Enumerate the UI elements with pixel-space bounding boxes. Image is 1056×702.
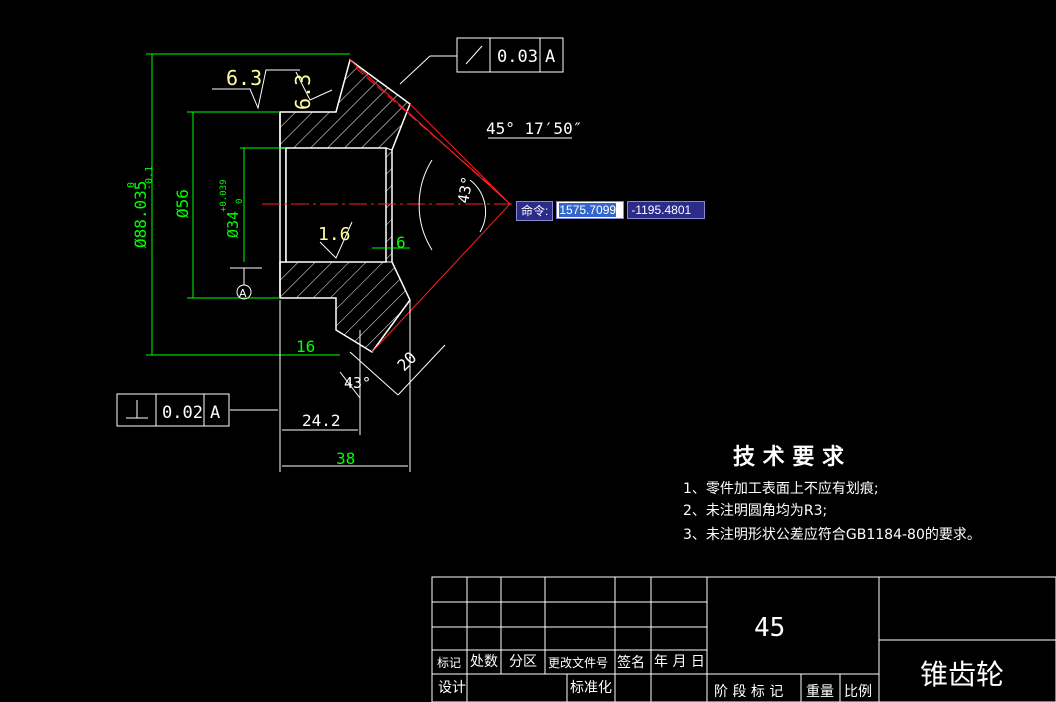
material-value: 45 [754,613,785,643]
bore-dimension: Ø34 [224,211,242,238]
title-block-grid [431,576,1056,702]
weight-label: 重量 [806,684,834,700]
bore-tol-upper: +0.039 [219,179,229,212]
header-mark: 标记 [437,656,461,670]
perp-datum: A [210,403,220,423]
dim-38: 38 [336,449,355,468]
runout-value: 0.03 [497,47,538,67]
tech-req-title: 技 术 要 求 [733,445,844,470]
header-signature: 签名 [617,654,645,671]
dynamic-input-tooltip[interactable]: 命令: 1575.7099 -1195.4801 [516,201,706,221]
angle-43-bottom: 43° [344,374,371,392]
runout-frame [456,37,564,73]
dim-20: 20 [393,348,420,375]
runout-datum: A [545,47,555,67]
roughness-symbols [212,69,353,259]
x-coordinate-input[interactable]: 1575.7099 [556,201,625,219]
part-name: 锥齿轮 [920,658,1004,691]
perp-value: 0.02 [162,403,203,423]
scale-label: 比例 [844,684,872,700]
od-tol-upper: 0 [126,182,137,188]
design-label: 设计 [438,680,466,696]
dim-16: 16 [296,337,315,356]
dimension-lines [146,53,410,356]
gear-section[interactable] [279,58,411,354]
standardize-label: 标准化 [570,680,612,696]
perpendicularity-frame [116,393,230,427]
header-zone: 分区 [509,654,537,670]
header-change-doc: 更改文件号 [548,655,608,670]
centerlines [262,59,512,353]
dim-6: 6 [396,233,406,252]
y-coordinate-input[interactable]: -1195.4801 [627,201,706,219]
roughness-side-label: 6.3 [291,74,315,110]
tech-req-item-1: 1、零件加工表面上不应有划痕; [683,480,879,497]
command-label: 命令: [516,201,554,221]
angle-43-right: 43° [454,175,476,205]
header-date: 年 月 日 [654,654,705,670]
dim-24-2: 24.2 [302,411,341,430]
white-dimension-lines [230,55,572,472]
tech-req-item-3: 3、未注明形状公差应符合GB1184-80的要求。 [683,526,981,543]
od-dimension: Ø88.035 [131,181,150,248]
od-tol-lower: -0.1 [144,166,155,190]
header-count: 处数 [470,654,498,670]
roughness-top-label: 6.3 [226,66,262,90]
datum-a-label: A [239,287,247,300]
x-coordinate-value: 1575.7099 [559,203,617,217]
roughness-bore-label: 1.6 [318,224,351,245]
cone-angle: 45° 17′50″ [486,119,582,138]
stage-mark-label: 阶 段 标 记 [714,684,783,700]
bore-tol-lower: 0 [235,199,245,204]
tech-req-item-2: 2、未注明圆角均为R3; [683,503,827,519]
dim-56: Ø56 [173,189,192,218]
